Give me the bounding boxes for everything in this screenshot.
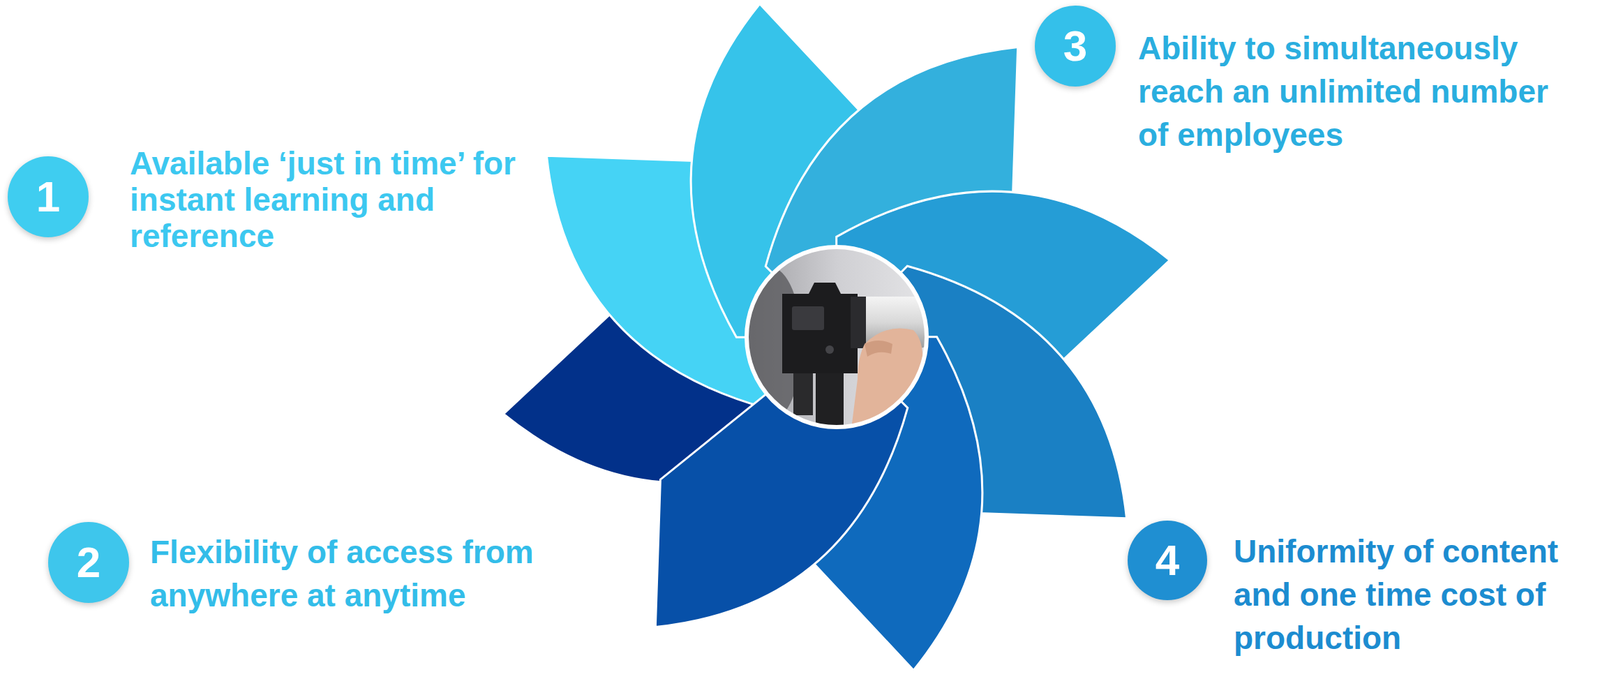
number-circle: 2Flexibility of access from anywhere at … [48, 521, 130, 603]
benefit-text: Uniformity of content and one time cost … [1233, 529, 1590, 660]
benefit-text: Ability to simultaneously reach an unlim… [1138, 26, 1578, 157]
callout-number: 2 [48, 521, 130, 603]
callout-number: 4 [1127, 520, 1208, 601]
number-circle: 4Uniformity of content and one time cost… [1127, 520, 1208, 601]
benefit-text: Available ‘just in time’ for instant lea… [129, 145, 549, 254]
number-circle: 3Ability to simultaneously reach an unli… [1034, 5, 1116, 87]
callout-number: 3 [1034, 5, 1116, 87]
benefit-text: Flexibility of access from anywhere at a… [150, 530, 569, 617]
callout-number: 1 [7, 156, 89, 238]
number-circle: 1Available ‘just in time’ for instant le… [7, 156, 89, 238]
camera-photo [738, 239, 935, 435]
